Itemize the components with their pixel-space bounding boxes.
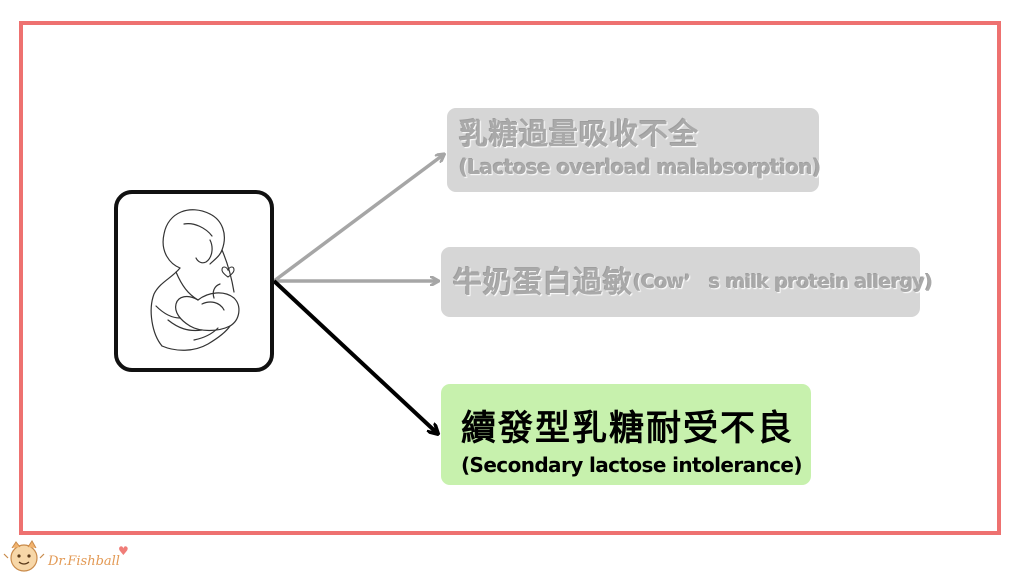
source-image-box [114, 190, 274, 372]
branch-box-lactose-overload: 乳糖過量吸收不全 (Lactose overload malabsorption… [447, 108, 821, 192]
arrow-to-secondary-intolerance [272, 279, 437, 433]
breastfeeding-mother-icon [150, 209, 240, 351]
heart-icon: ♥ [118, 544, 129, 558]
slide-frame [19, 21, 1001, 535]
branch-title-zh: 乳糖過量吸收不全 [459, 117, 700, 151]
branch-title-en: (Lactose overload malabsorption) [459, 155, 821, 179]
fishball-mascot-icon [3, 540, 45, 572]
branch-box-milk-allergy: 牛奶蛋白過敏(Cow’ s milk protein allergy) [441, 247, 933, 317]
branch-title-en: (Cow’ s milk protein allergy) [633, 271, 933, 293]
branch-title-zh: 牛奶蛋白過敏 [453, 265, 634, 299]
branch-title-en: (Secondary lactose intolerance) [461, 453, 803, 477]
arrow-to-lactose-overload [272, 155, 443, 283]
logo-text: Dr.Fishball [48, 554, 120, 569]
branch-title-zh: 續發型乳糖耐受不良 [461, 409, 795, 449]
branch-box-secondary-intolerance: 續發型乳糖耐受不良 (Secondary lactose intolerance… [441, 384, 811, 485]
